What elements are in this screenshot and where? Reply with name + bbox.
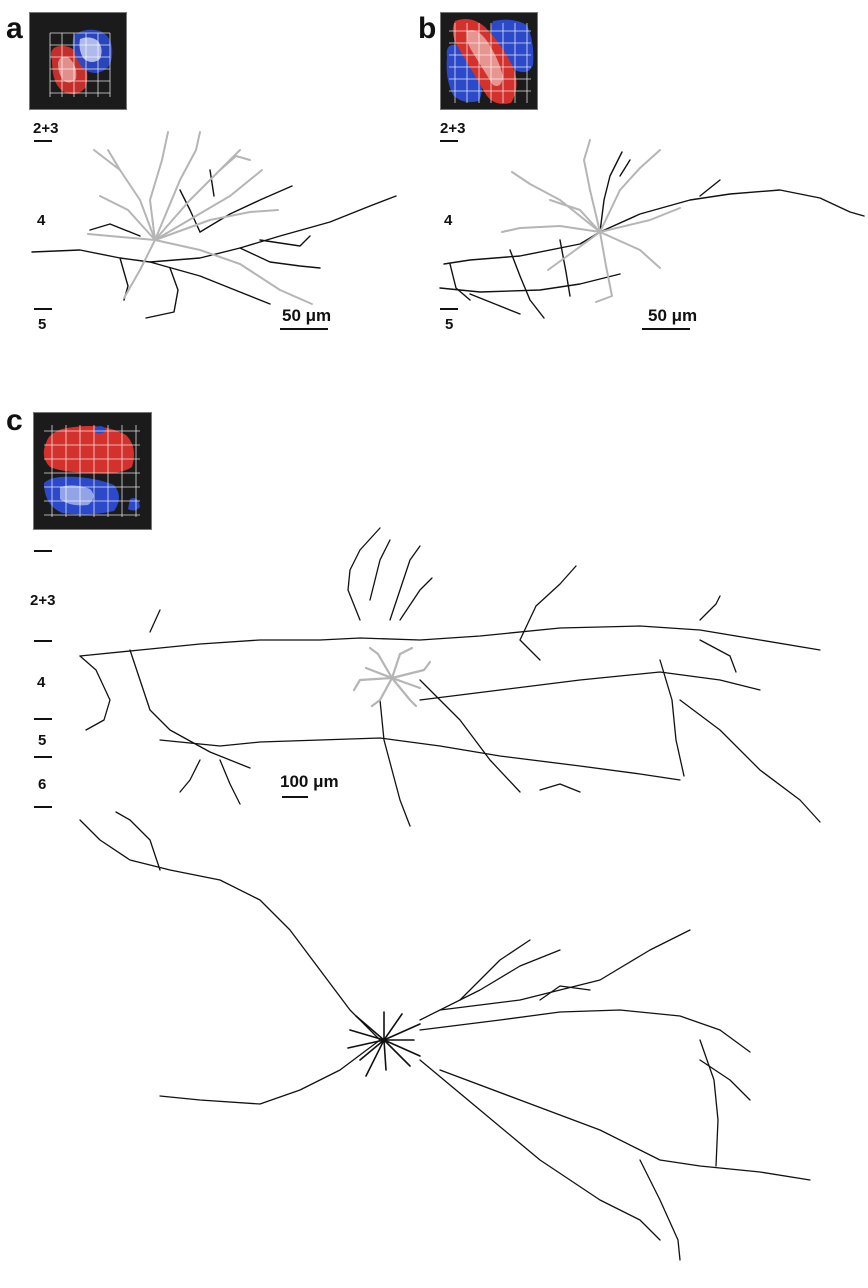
neuron-b-dendrites bbox=[502, 140, 680, 302]
neuron-a-dendrites bbox=[88, 132, 312, 304]
neuron-c-upper-dendrites bbox=[354, 648, 430, 706]
neuron-a-axon bbox=[32, 170, 396, 318]
neuron-c-lower-axon bbox=[80, 812, 810, 1260]
neuron-c-lower-dendrites bbox=[348, 1012, 420, 1076]
neuron-b-axon bbox=[440, 152, 864, 318]
neuron-c-upper-axon bbox=[80, 528, 820, 826]
